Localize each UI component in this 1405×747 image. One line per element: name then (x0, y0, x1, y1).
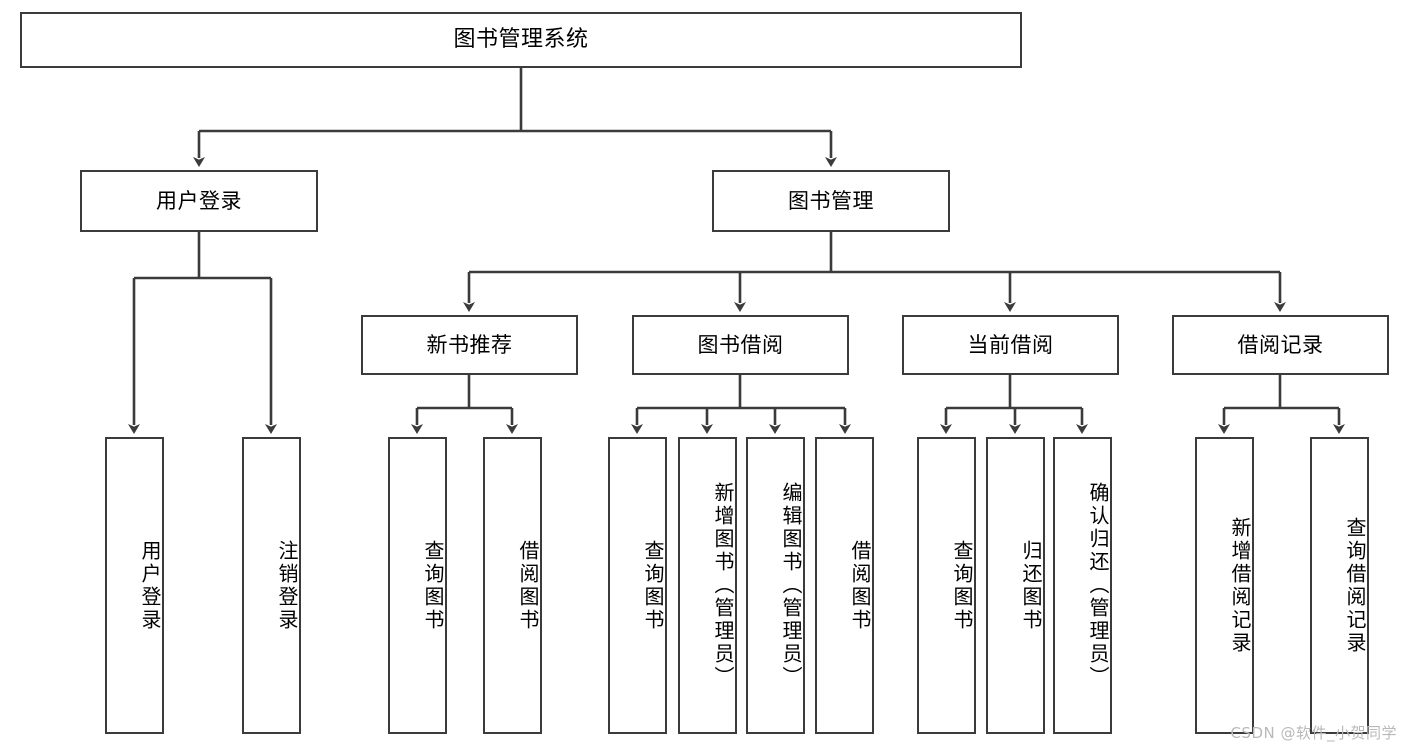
leaf-add-borrow-record-label: 新增借阅记录 (1228, 516, 1252, 655)
leaf-user-login-label: 用户登录 (138, 539, 162, 632)
leaf-edit-book-admin-label: 编辑图书（管理员） (779, 482, 803, 689)
leaf-query-borrow-record[interactable]: 查询借阅记录 (1310, 437, 1369, 734)
leaf-borrow-book[interactable]: 借阅图书 (815, 437, 874, 734)
leaf-edit-book-admin[interactable]: 编辑图书（管理员） (746, 437, 805, 734)
node-root-label: 图书管理系统 (453, 27, 589, 53)
node-root-system[interactable]: 图书管理系统 (20, 12, 1022, 68)
node-book-management[interactable]: 图书管理 (712, 170, 950, 232)
leaf-query-book-current-label: 查询图书 (950, 539, 974, 632)
leaf-logout-label: 注销登录 (275, 539, 299, 632)
node-current-borrow[interactable]: 当前借阅 (902, 315, 1119, 375)
leaf-add-book-admin-label: 新增图书（管理员） (711, 482, 735, 689)
leaf-add-book-admin[interactable]: 新增图书（管理员） (678, 437, 737, 734)
node-new-book-recommend[interactable]: 新书推荐 (361, 315, 578, 375)
leaf-return-book[interactable]: 归还图书 (986, 437, 1045, 734)
node-book-borrow[interactable]: 图书借阅 (632, 315, 849, 375)
node-borrow-records[interactable]: 借阅记录 (1172, 315, 1389, 375)
leaf-add-borrow-record[interactable]: 新增借阅记录 (1195, 437, 1254, 734)
leaf-query-book-label: 查询图书 (641, 539, 665, 632)
leaf-query-book[interactable]: 查询图书 (608, 437, 667, 734)
node-new-book-recommend-label: 新书推荐 (426, 332, 513, 357)
node-borrow-records-label: 借阅记录 (1237, 332, 1324, 357)
leaf-logout[interactable]: 注销登录 (242, 437, 301, 734)
leaf-user-login[interactable]: 用户登录 (105, 437, 164, 734)
node-book-borrow-label: 图书借阅 (697, 332, 784, 357)
leaf-query-book-recommend[interactable]: 查询图书 (388, 437, 447, 734)
node-current-borrow-label: 当前借阅 (967, 332, 1054, 357)
node-book-management-label: 图书管理 (788, 188, 874, 213)
node-user-login[interactable]: 用户登录 (80, 170, 318, 232)
leaf-query-borrow-record-label: 查询借阅记录 (1343, 516, 1367, 655)
leaf-return-book-label: 归还图书 (1019, 539, 1043, 632)
leaf-confirm-return-admin-label: 确认归还（管理员） (1086, 482, 1110, 689)
leaf-borrow-book-recommend-label: 借阅图书 (516, 539, 540, 632)
leaf-confirm-return-admin[interactable]: 确认归还（管理员） (1053, 437, 1112, 734)
leaf-borrow-book-recommend[interactable]: 借阅图书 (483, 437, 542, 734)
leaf-borrow-book-label: 借阅图书 (848, 539, 872, 632)
node-user-login-label: 用户登录 (156, 188, 242, 213)
leaf-query-book-current[interactable]: 查询图书 (917, 437, 976, 734)
leaf-query-book-recommend-label: 查询图书 (421, 539, 445, 632)
